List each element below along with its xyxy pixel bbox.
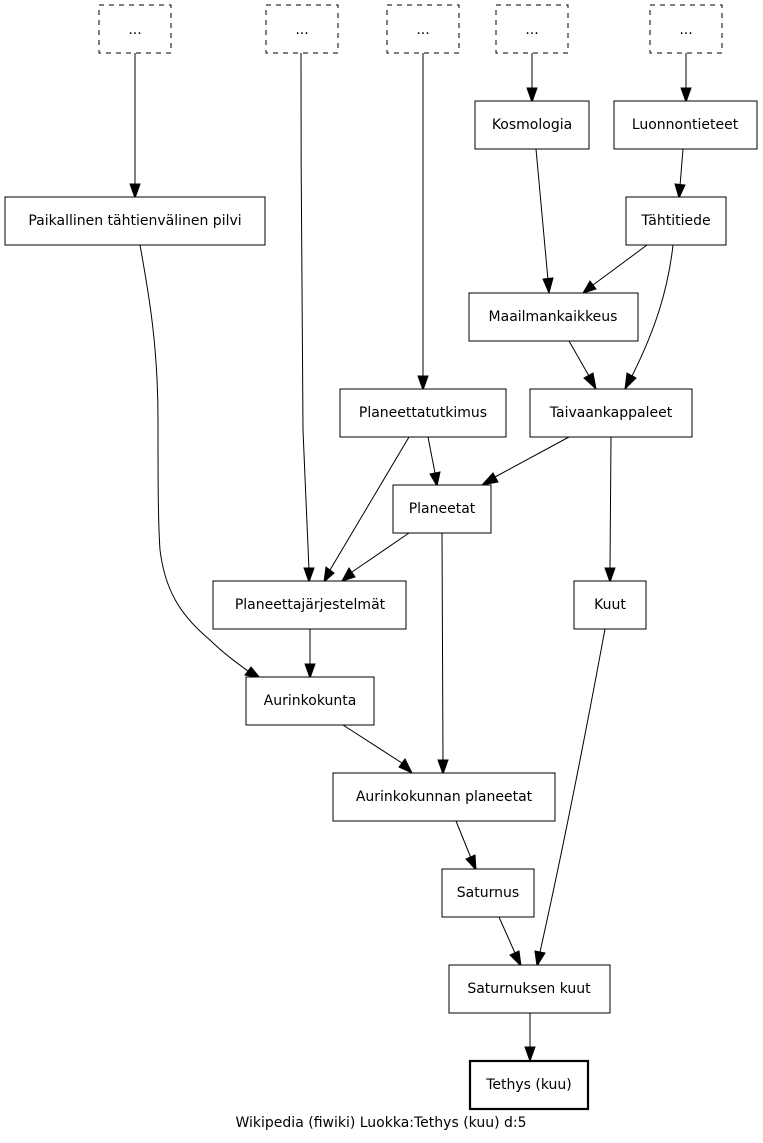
node-label: Maailmankaikkeus <box>489 309 618 325</box>
node-tahtitiede[interactable]: Tähtitiede <box>625 196 727 246</box>
node-planeetat[interactable]: Planeetat <box>392 484 492 534</box>
edge-ph1-to-paikallinen <box>129 53 141 200</box>
edge-saturnuksen-kuut-to-tethys <box>524 1013 536 1063</box>
node-aurinkokunnan-planeetat[interactable]: Aurinkokunnan planeetat <box>332 772 556 822</box>
node-label: ... <box>525 22 538 38</box>
node-label: ... <box>128 22 141 38</box>
node-aurinkokunta[interactable]: Aurinkokunta <box>245 676 375 726</box>
edge-tahtitiede-to-maailmankaikkeus <box>581 244 648 294</box>
graph-caption: Wikipedia (fiwiki) Luokka:Tethys (kuu) d… <box>236 1115 527 1131</box>
edge-tahtitiede-to-taivaankappaleet <box>624 244 674 391</box>
node-saturnuksen-kuut[interactable]: Saturnuksen kuut <box>448 964 611 1014</box>
edge-ph3-to-planeettatutkimus <box>417 53 429 392</box>
edge-ph2-to-planeettajarjestelmat <box>300 52 315 584</box>
edge-ph4-to-kosmologia <box>526 53 538 104</box>
node-label: Kuut <box>594 597 626 613</box>
node-label: Paikallinen tähtienvälinen pilvi <box>28 213 241 229</box>
node-label: Planeetat <box>409 501 476 517</box>
node-label: ... <box>416 22 429 38</box>
node-label: Saturnus <box>457 885 519 901</box>
node-maailmankaikkeus[interactable]: Maailmankaikkeus <box>468 292 639 342</box>
placeholder-node[interactable]: ... <box>649 4 723 54</box>
node-label: Aurinkokunnan planeetat <box>356 789 533 805</box>
node-label: Tethys (kuu) <box>485 1077 572 1093</box>
placeholder-node[interactable]: ... <box>265 4 339 54</box>
node-label: Planeettatutkimus <box>359 405 487 421</box>
node-luonnontieteet[interactable]: Luonnontieteet <box>613 100 758 150</box>
node-taivaankappaleet[interactable]: Taivaankappaleet <box>529 388 693 438</box>
node-label: Aurinkokunta <box>264 693 357 709</box>
edge-planeettatutkimus-to-planeettajarjestelmat <box>323 436 410 584</box>
node-label: Luonnontieteet <box>632 117 739 133</box>
node-planeettajarjestelmat[interactable]: Planeettajärjestelmät <box>212 580 407 630</box>
node-label: Tähtitiede <box>640 213 710 229</box>
placeholder-node[interactable]: ... <box>98 4 172 54</box>
edge-saturnus-to-saturnuksen-kuut <box>498 916 522 968</box>
node-planeettatutkimus[interactable]: Planeettatutkimus <box>339 388 507 438</box>
node-label: Saturnuksen kuut <box>467 981 591 997</box>
node-tethys-kuu[interactable]: Tethys (kuu) <box>468 1059 590 1111</box>
node-kosmologia[interactable]: Kosmologia <box>474 100 590 150</box>
node-label: ... <box>295 22 308 38</box>
placeholder-node[interactable]: ... <box>495 4 569 54</box>
edge-kosmologia-to-maailmankaikkeus <box>535 148 554 295</box>
node-label: ... <box>679 22 692 38</box>
edge-aurinkokunnan-planeetat-to-saturnus <box>455 820 477 872</box>
placeholder-node[interactable]: ... <box>386 4 460 54</box>
node-label: Taivaankappaleet <box>549 405 673 421</box>
node-label: Planeettajärjestelmät <box>235 597 386 613</box>
edge-taivaankappaleet-to-planeetat <box>480 436 570 486</box>
edge-taivaankappaleet-to-kuut <box>604 436 616 584</box>
node-kuut[interactable]: Kuut <box>573 580 647 630</box>
edge-kuut-to-saturnuksen-kuut <box>534 628 606 968</box>
edge-maailmankaikkeus-to-taivaankappaleet <box>568 340 597 391</box>
edge-planeettajarjestelmat-to-aurinkokunta <box>304 629 316 680</box>
node-paikallinen-tahtienvalinen-pilvi[interactable]: Paikallinen tähtienvälinen pilvi <box>4 196 266 246</box>
edge-luonnontieteet-to-tahtitiede <box>674 148 686 200</box>
edge-planeetat-to-planeettajarjestelmat <box>340 532 410 582</box>
edge-aurinkokunta-to-aurinkokunnan-planeetat <box>342 724 414 775</box>
edge-planeetat-to-aurinkokunnan-planeetat <box>437 532 449 776</box>
node-label: Kosmologia <box>492 117 572 133</box>
edge-planeettatutkimus-to-planeetat <box>427 436 441 488</box>
edge-ph5-to-luonnontieteet <box>680 53 692 104</box>
node-saturnus[interactable]: Saturnus <box>441 868 535 918</box>
